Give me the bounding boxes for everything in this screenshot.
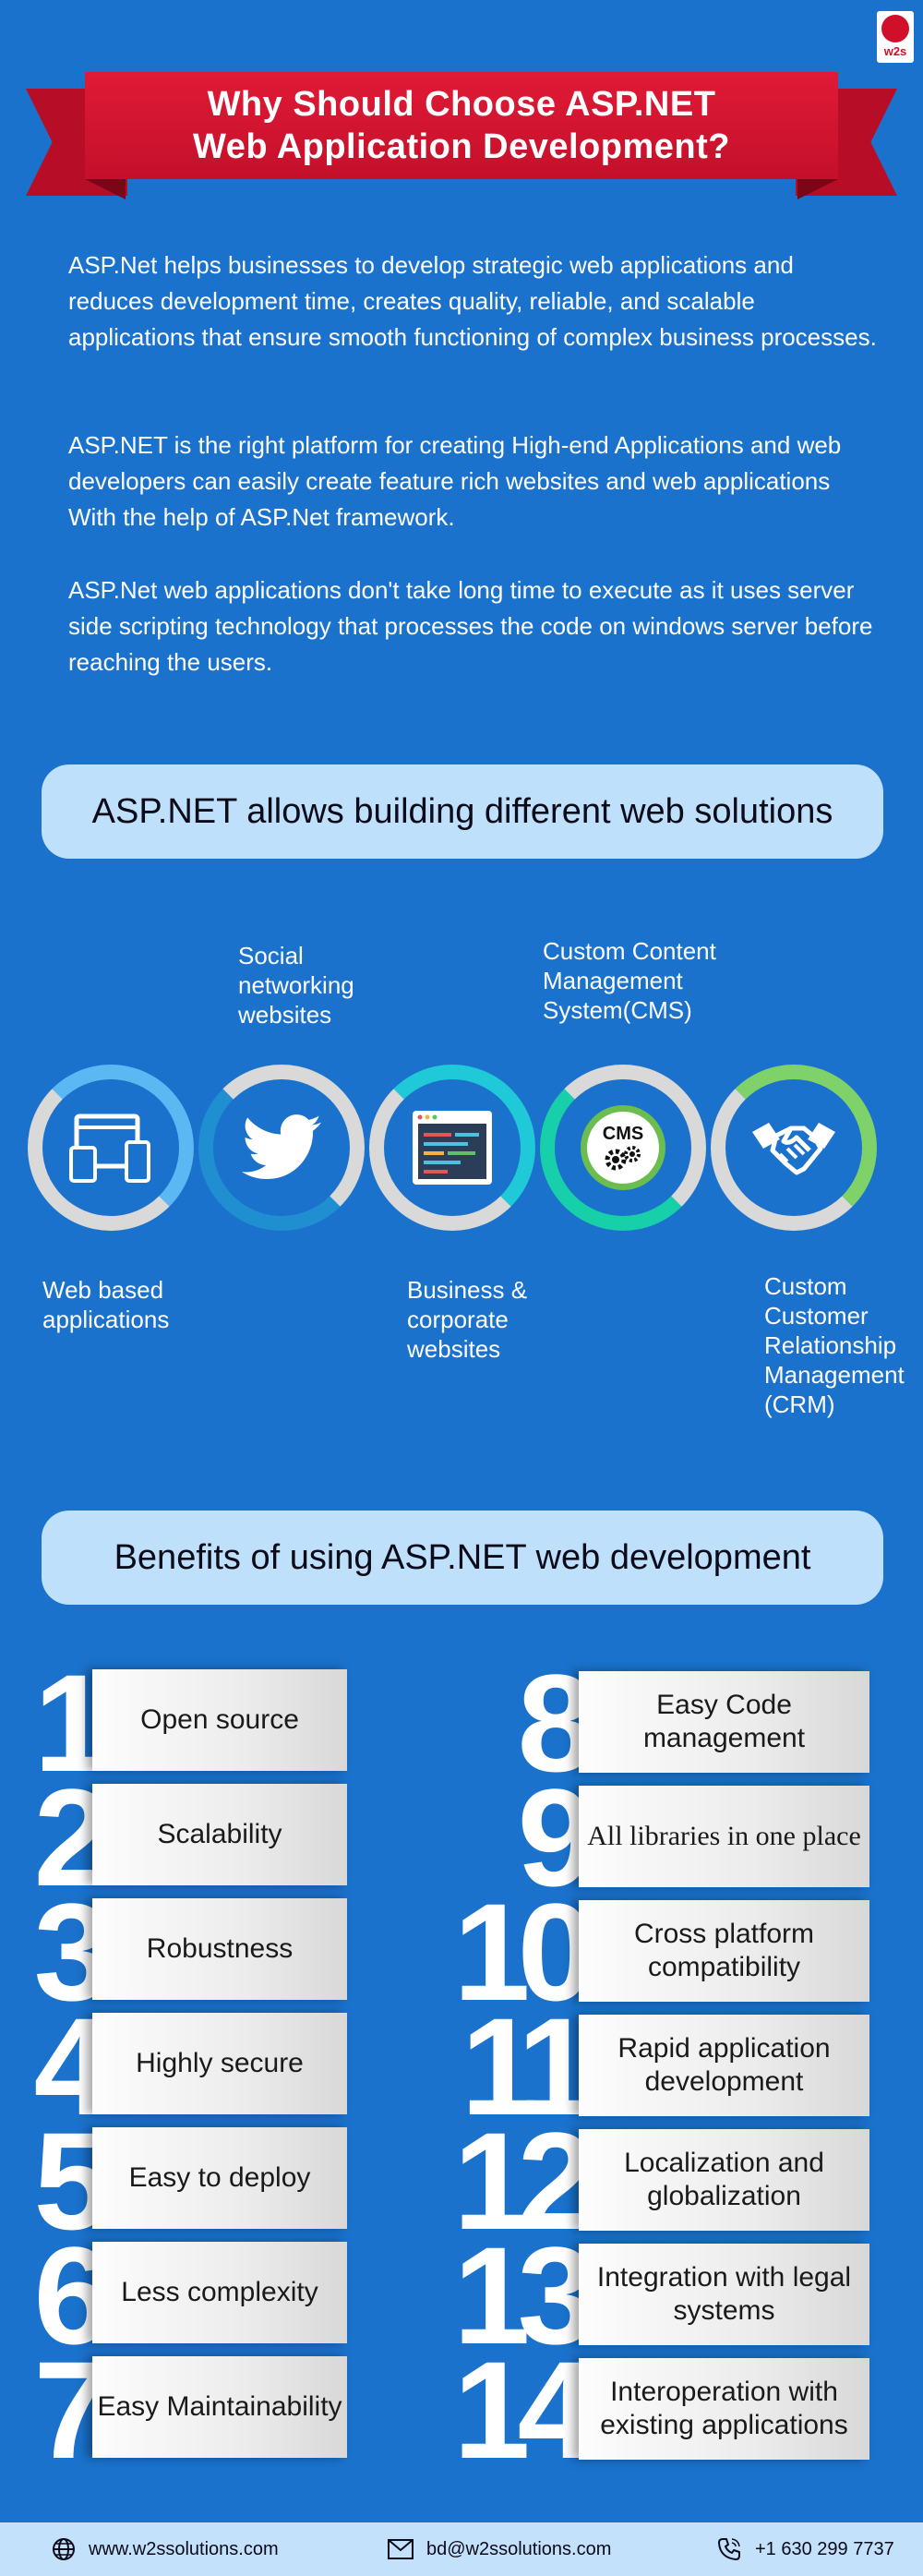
- logo-mark-icon: [881, 15, 909, 42]
- benefit-card-13: Integration with legal systems: [579, 2244, 869, 2345]
- intro-paragraph-3: ASP.Net web applications don't take long…: [68, 576, 873, 676]
- solution-ring-business: [369, 1065, 535, 1231]
- footer-email[interactable]: bd@w2ssolutions.com: [388, 2522, 611, 2576]
- footer-email-text: bd@w2ssolutions.com: [426, 2538, 612, 2559]
- solution-label-crm: Custom Customer Relationship Management …: [764, 1272, 905, 1418]
- benefit-card-9: All libraries in one place: [579, 1786, 869, 1887]
- footer: www.w2ssolutions.com bd@w2ssolutions.com…: [0, 2522, 923, 2576]
- benefit-number-12: 12: [453, 2103, 594, 2258]
- benefit-card-8: Easy Code management: [579, 1671, 869, 1773]
- solution-label-business: Business & corporate websites: [407, 1276, 528, 1363]
- logo-text: w2s: [883, 44, 907, 58]
- handshake-icon: [752, 1123, 835, 1175]
- benefit-number-11: 11: [461, 1989, 594, 2144]
- solution-ring-cms: CMS: [540, 1065, 706, 1231]
- intro-paragraph-1: ASP.Net helps businesses to develop stra…: [68, 251, 877, 351]
- solution-label-web: Web based applications: [42, 1276, 170, 1333]
- title-ribbon: Why Should Choose ASP.NET Web Applicatio…: [85, 72, 838, 179]
- benefit-card-1: Open source: [92, 1669, 347, 1771]
- benefit-card-2: Scalability: [92, 1784, 347, 1885]
- envelope-icon: [388, 2539, 414, 2559]
- benefit-card-6: Less complexity: [92, 2242, 347, 2343]
- benefit-number-13: 13: [453, 2218, 594, 2373]
- intro-paragraph-2: ASP.NET is the right platform for creati…: [68, 431, 842, 531]
- benefit-card-4: Highly secure: [92, 2013, 347, 2114]
- benefit-card-3: Robustness: [92, 1898, 347, 2000]
- benefits-heading: Benefits of using ASP.NET web developmen…: [42, 1511, 883, 1605]
- benefit-card-7: Easy Maintainability: [92, 2356, 347, 2458]
- benefit-number-14: 14: [453, 2332, 594, 2487]
- gears-icon: [605, 1146, 641, 1171]
- benefit-card-11: Rapid application development: [579, 2015, 869, 2116]
- benefit-number-7: 7: [33, 2332, 111, 2487]
- solution-ring-crm: [711, 1065, 877, 1231]
- devices-icon: [69, 1113, 150, 1183]
- cms-icon-text: CMS: [602, 1124, 644, 1144]
- footer-website-text: www.w2ssolutions.com: [89, 2538, 279, 2559]
- phone-icon: [718, 2538, 740, 2560]
- solution-ring-web: [28, 1065, 194, 1231]
- footer-phone[interactable]: +1 630 299 7737: [716, 2522, 894, 2576]
- page-title-line-1: Why Should Choose ASP.NET: [207, 85, 716, 124]
- footer-phone-text: +1 630 299 7737: [755, 2538, 894, 2559]
- benefit-number-10: 10: [453, 1874, 594, 2029]
- benefit-card-5: Easy to deploy: [92, 2127, 347, 2229]
- solutions-heading: ASP.NET allows building different web so…: [42, 764, 883, 859]
- solution-label-social: Social networking websites: [238, 942, 354, 1029]
- benefit-card-10: Cross platform compatibility: [579, 1900, 869, 2002]
- twitter-icon: [242, 1114, 321, 1180]
- benefit-card-14: Interoperation with existing application…: [579, 2358, 869, 2460]
- brand-logo: w2s: [877, 11, 914, 63]
- solution-ring-social: [198, 1065, 365, 1231]
- footer-website[interactable]: www.w2ssolutions.com: [52, 2522, 279, 2576]
- browser-window-icon: [413, 1111, 492, 1185]
- cms-gears-icon: CMS: [581, 1105, 665, 1190]
- benefit-card-12: Localization and globalization: [579, 2129, 869, 2231]
- solution-label-cms: Custom Content Management System(CMS): [543, 937, 716, 1024]
- page-title-line-2: Web Application Development?: [193, 127, 730, 166]
- globe-icon: [53, 2538, 75, 2560]
